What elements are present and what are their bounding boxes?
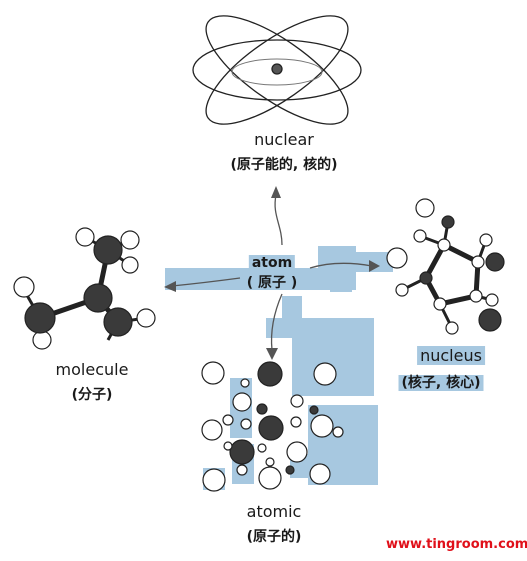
center-gloss-text: ( 原子 ) bbox=[246, 275, 298, 291]
bottom-word: atomic bbox=[246, 502, 302, 521]
bottom-gloss: (原子的) bbox=[246, 529, 302, 545]
arrow-heads bbox=[164, 186, 380, 360]
right-gloss: (核子, 核心) bbox=[398, 372, 484, 392]
right-gloss-text: (核子, 核心) bbox=[398, 375, 484, 391]
arrow-to-atomic bbox=[270, 293, 283, 351]
watermark: www.tingroom.com bbox=[386, 537, 527, 552]
arrow-to-nucleus bbox=[309, 262, 373, 269]
atomic-lattice-model bbox=[201, 361, 344, 492]
left-gloss: (分子) bbox=[71, 387, 113, 403]
molecule-model bbox=[13, 227, 156, 350]
arrow-to-molecule bbox=[171, 277, 241, 287]
top-word: nuclear bbox=[254, 130, 314, 149]
right-word-text: nucleus bbox=[417, 346, 485, 365]
right-word: nucleus bbox=[417, 346, 485, 365]
top-gloss: (原子能的, 核的) bbox=[230, 157, 338, 173]
arrow-to-nuclear bbox=[274, 194, 283, 246]
atom-orbit-diagram bbox=[192, 15, 362, 125]
center-word-text: atom bbox=[248, 255, 296, 271]
left-word: molecule bbox=[55, 360, 129, 379]
nucleus-ring-model bbox=[386, 198, 505, 335]
center-gloss: ( 原子 ) bbox=[247, 272, 298, 292]
arrows bbox=[171, 194, 373, 351]
center-word: atom bbox=[248, 252, 296, 271]
